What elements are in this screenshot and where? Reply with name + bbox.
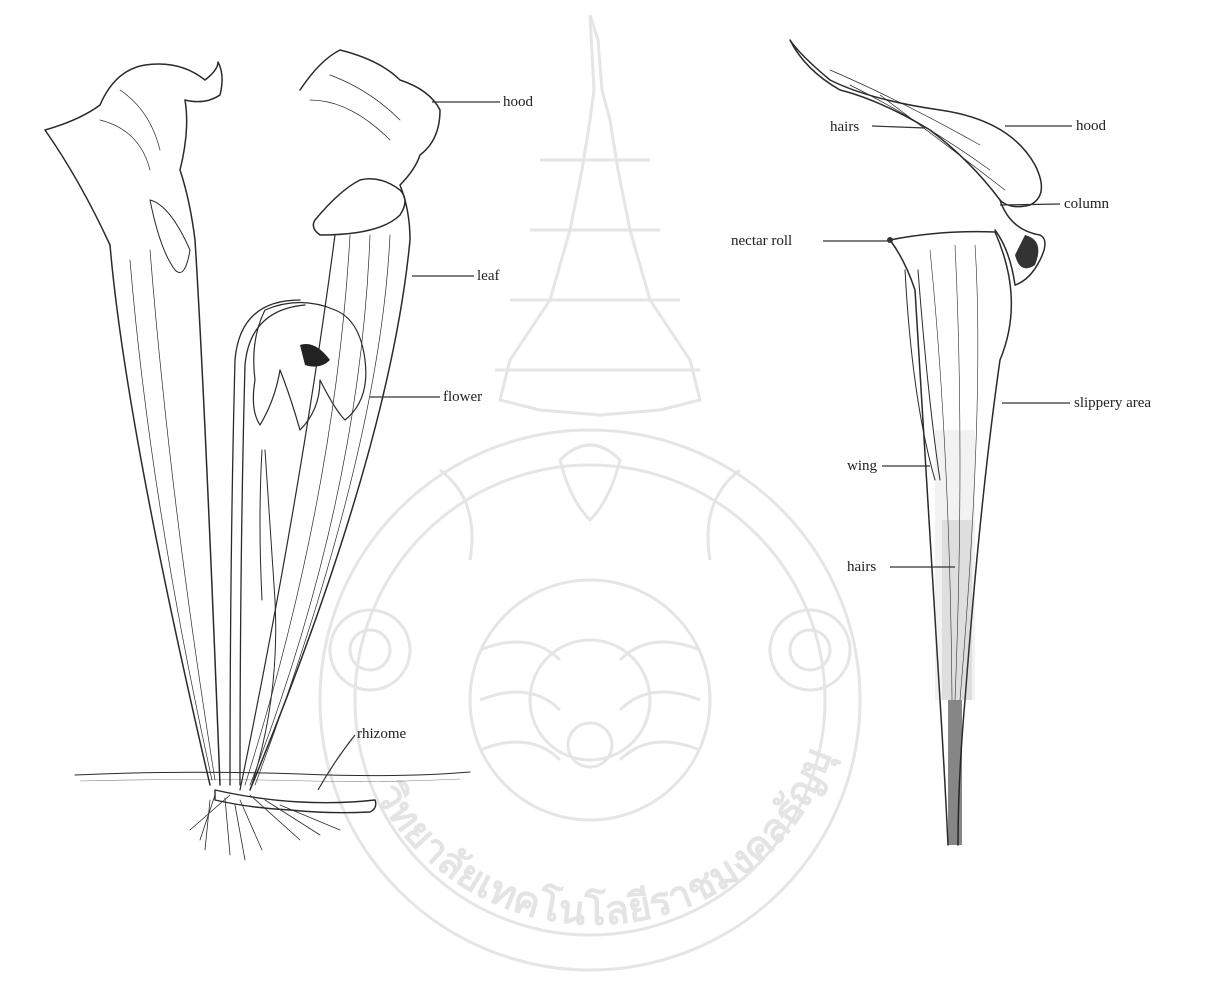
rhizome-shape: [215, 790, 376, 813]
watermark-text: วิทยาลัยเทคโนโลยีราชมงคลธัญบุรี: [0, 0, 843, 935]
label-nectar-roll: nectar roll: [731, 233, 792, 249]
flower-drawing: [230, 300, 366, 790]
label-hairs-top: hairs: [830, 119, 859, 135]
label-hood-left: hood: [503, 94, 534, 110]
label-column: column: [1064, 196, 1109, 212]
pitcher-plant-illustration: [45, 50, 470, 860]
hairs-top-leader: [872, 126, 925, 128]
labels: hood leaf flower rhizome hairs hood colu…: [357, 94, 1151, 742]
label-wing: wing: [847, 458, 878, 474]
nectar-roll-dot: [887, 237, 893, 243]
label-slippery-area: slippery area: [1074, 395, 1151, 411]
left-pitcher-leaf: [45, 62, 222, 785]
label-hairs-bottom: hairs: [847, 559, 876, 575]
label-leaf: leaf: [477, 268, 499, 284]
label-flower: flower: [443, 389, 482, 405]
label-rhizome: rhizome: [357, 726, 406, 742]
roots: [190, 795, 340, 860]
column-leader: [1000, 204, 1060, 205]
label-hood-right: hood: [1076, 118, 1107, 134]
pitcher-detail-illustration: [790, 40, 1045, 845]
stipple-hairs: [935, 430, 975, 845]
right-pitcher-leaf: [240, 50, 440, 790]
